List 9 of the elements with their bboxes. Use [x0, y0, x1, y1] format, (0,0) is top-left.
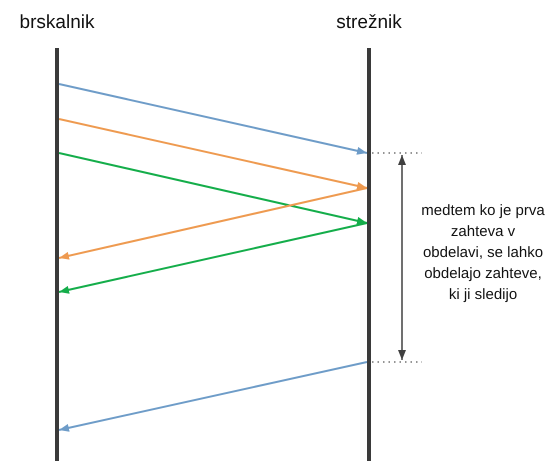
lifeline-label: brskalnik: [20, 12, 94, 34]
arrow: [58, 187, 368, 260]
arrow: [58, 361, 368, 432]
arrow: [58, 222, 368, 294]
arrow: [58, 83, 368, 155]
annotation-text: medtem ko je prva zahteva v obdelavi, se lahko obdelajo zahteve, ki ji sledijo: [420, 201, 546, 305]
arrow: [58, 152, 368, 225]
arrow: [58, 118, 368, 190]
lifeline-label: strežnik: [336, 12, 402, 34]
